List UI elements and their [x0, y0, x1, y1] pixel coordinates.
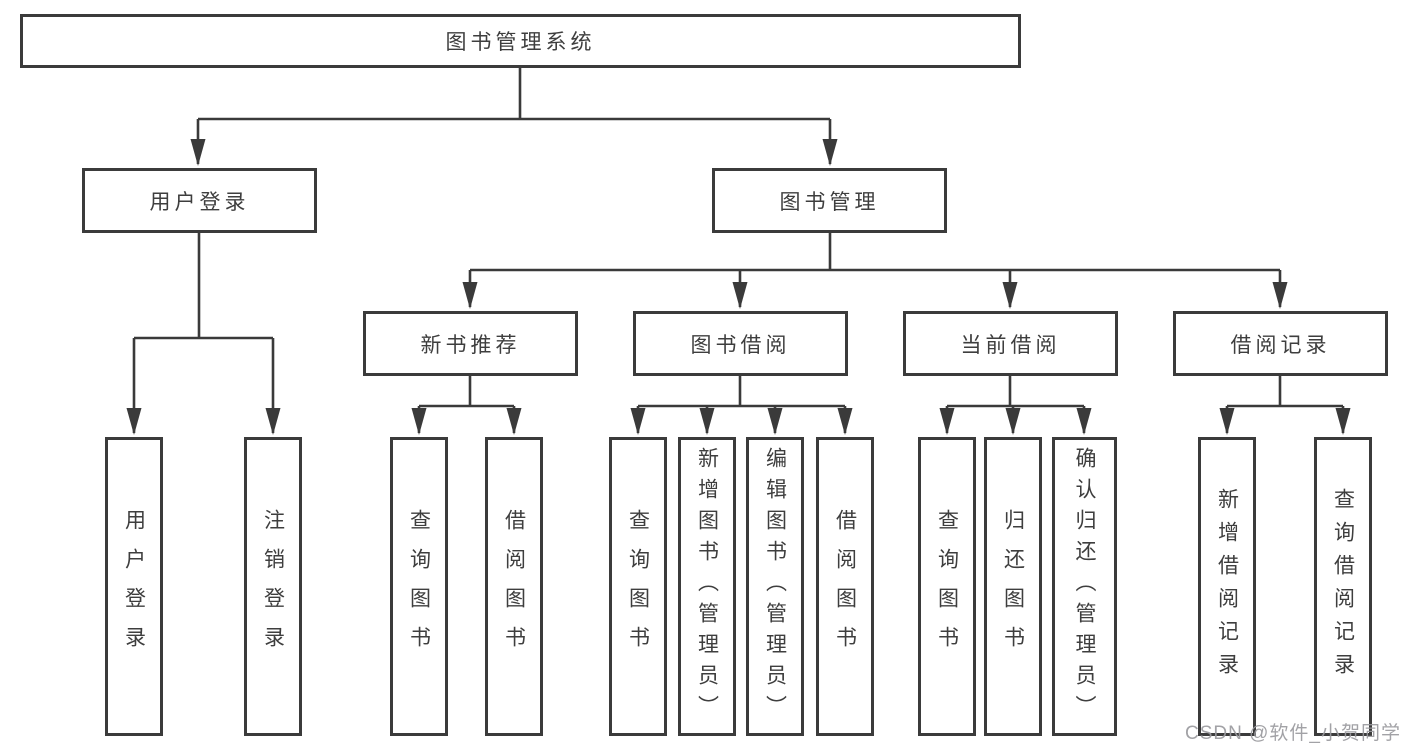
leaf-nbr-query-books-label: 查询图书	[407, 508, 431, 665]
node-borrowing-records-label: 借阅记录	[1230, 333, 1331, 357]
leaf-cb-query-books: 查询图书	[918, 437, 976, 736]
leaf-bb-borrow-books: 借阅图书	[816, 437, 874, 736]
leaf-nbr-query-books: 查询图书	[390, 437, 448, 736]
leaf-bb-edit-books-admin: 编辑图书（管理员）	[746, 437, 804, 736]
node-new-book-recommendation-label: 新书推荐	[420, 333, 521, 357]
leaf-nbr-borrow-books: 借阅图书	[485, 437, 543, 736]
node-book-management-label: 图书管理	[779, 190, 880, 214]
leaf-bb-add-books-admin-label: 新增图书（管理员）	[695, 447, 719, 726]
csdn-watermark: CSDN @软件_小贺同学	[1185, 723, 1401, 744]
leaf-logout-login-label: 注销登录	[261, 508, 285, 665]
leaf-cb-confirm-return-admin: 确认归还（管理员）	[1052, 437, 1117, 736]
leaf-cb-confirm-return-admin-label: 确认归还（管理员）	[1073, 447, 1096, 726]
leaf-bb-add-books-admin: 新增图书（管理员）	[678, 437, 736, 736]
node-book-borrowing-label: 图书借阅	[690, 333, 791, 357]
leaf-br-query-borrow-record-label: 查询借阅记录	[1331, 487, 1355, 686]
node-book-borrowing: 图书借阅	[633, 311, 848, 376]
leaf-cb-return-books-label: 归还图书	[1001, 508, 1025, 665]
leaf-bb-edit-books-admin-label: 编辑图书（管理员）	[763, 447, 787, 726]
node-user-login-label: 用户登录	[149, 190, 250, 214]
node-current-borrowing-label: 当前借阅	[960, 333, 1061, 357]
leaf-bb-query-books: 查询图书	[609, 437, 667, 736]
leaf-cb-return-books: 归还图书	[984, 437, 1042, 736]
leaf-bb-query-books-label: 查询图书	[626, 508, 650, 665]
node-borrowing-records: 借阅记录	[1173, 311, 1388, 376]
leaf-user-login-label: 用户登录	[122, 508, 146, 665]
node-root: 图书管理系统	[20, 14, 1021, 68]
leaf-user-login: 用户登录	[105, 437, 163, 736]
leaf-bb-borrow-books-label: 借阅图书	[833, 508, 857, 665]
node-root-label: 图书管理系统	[445, 31, 596, 54]
node-new-book-recommendation: 新书推荐	[363, 311, 578, 376]
node-book-management: 图书管理	[712, 168, 947, 233]
leaf-cb-query-books-label: 查询图书	[935, 508, 959, 665]
node-current-borrowing: 当前借阅	[903, 311, 1118, 376]
leaf-br-add-borrow-record-label: 新增借阅记录	[1215, 487, 1239, 686]
leaf-logout-login: 注销登录	[244, 437, 302, 736]
leaf-br-add-borrow-record: 新增借阅记录	[1198, 437, 1256, 736]
node-user-login: 用户登录	[82, 168, 317, 233]
leaf-br-query-borrow-record: 查询借阅记录	[1314, 437, 1372, 736]
leaf-nbr-borrow-books-label: 借阅图书	[502, 508, 526, 665]
